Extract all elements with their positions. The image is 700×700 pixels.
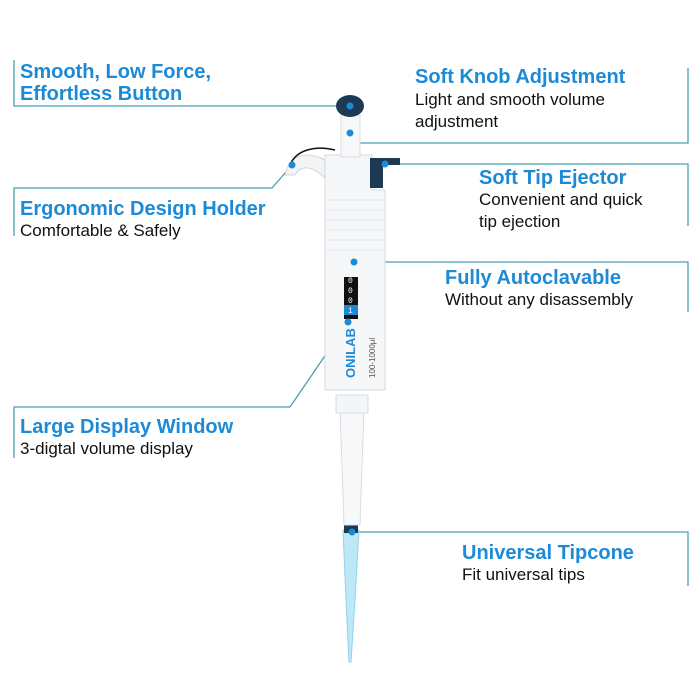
leader-tipcone [352,531,689,586]
display-digit: 1 [348,307,353,316]
leader-ejector [385,163,689,226]
feature-desc: adjustment [415,112,499,131]
tip-ejector [370,158,383,188]
feature-desc: Light and smooth volume [415,90,605,109]
leader-button [13,60,345,107]
feature-desc: Without any disassembly [445,290,634,309]
feature-title: Universal Tipcone [462,542,634,564]
feature-desc: Comfortable & Safely [20,221,181,240]
feature-desc: Fit universal tips [462,565,585,584]
display-digit: 0 [348,287,353,296]
display-digit: 0 [348,297,353,306]
leader-autoclave [354,261,689,312]
pipette-shaft [339,409,365,526]
leader-display [13,321,349,458]
feature-title: Ergonomic Design Holder [20,198,266,220]
feature-title: Fully Autoclavable [445,267,621,289]
feature-desc: Convenient and quick [479,190,643,209]
feature-desc: tip ejection [479,212,561,231]
leader-lines [13,60,689,586]
feature-title: Large Display Window [20,416,234,438]
feature-title: Effortless Button [20,83,183,105]
display-digit: 0 [348,277,353,286]
leader-holder [13,164,293,236]
feature-title: Soft Tip Ejector [479,167,627,189]
feature-title: Soft Knob Adjustment [415,66,626,88]
feature-title: Smooth, Low Force, [20,61,212,83]
pipette-tip [342,529,360,663]
finger-holder [284,154,326,180]
brand-logo: ONILAB [343,328,358,378]
feature-desc: 3-digtal volume display [20,439,193,458]
feature-dots [288,102,389,536]
volume-range: 100-1000μl [368,338,377,378]
pipette-body [324,154,386,391]
